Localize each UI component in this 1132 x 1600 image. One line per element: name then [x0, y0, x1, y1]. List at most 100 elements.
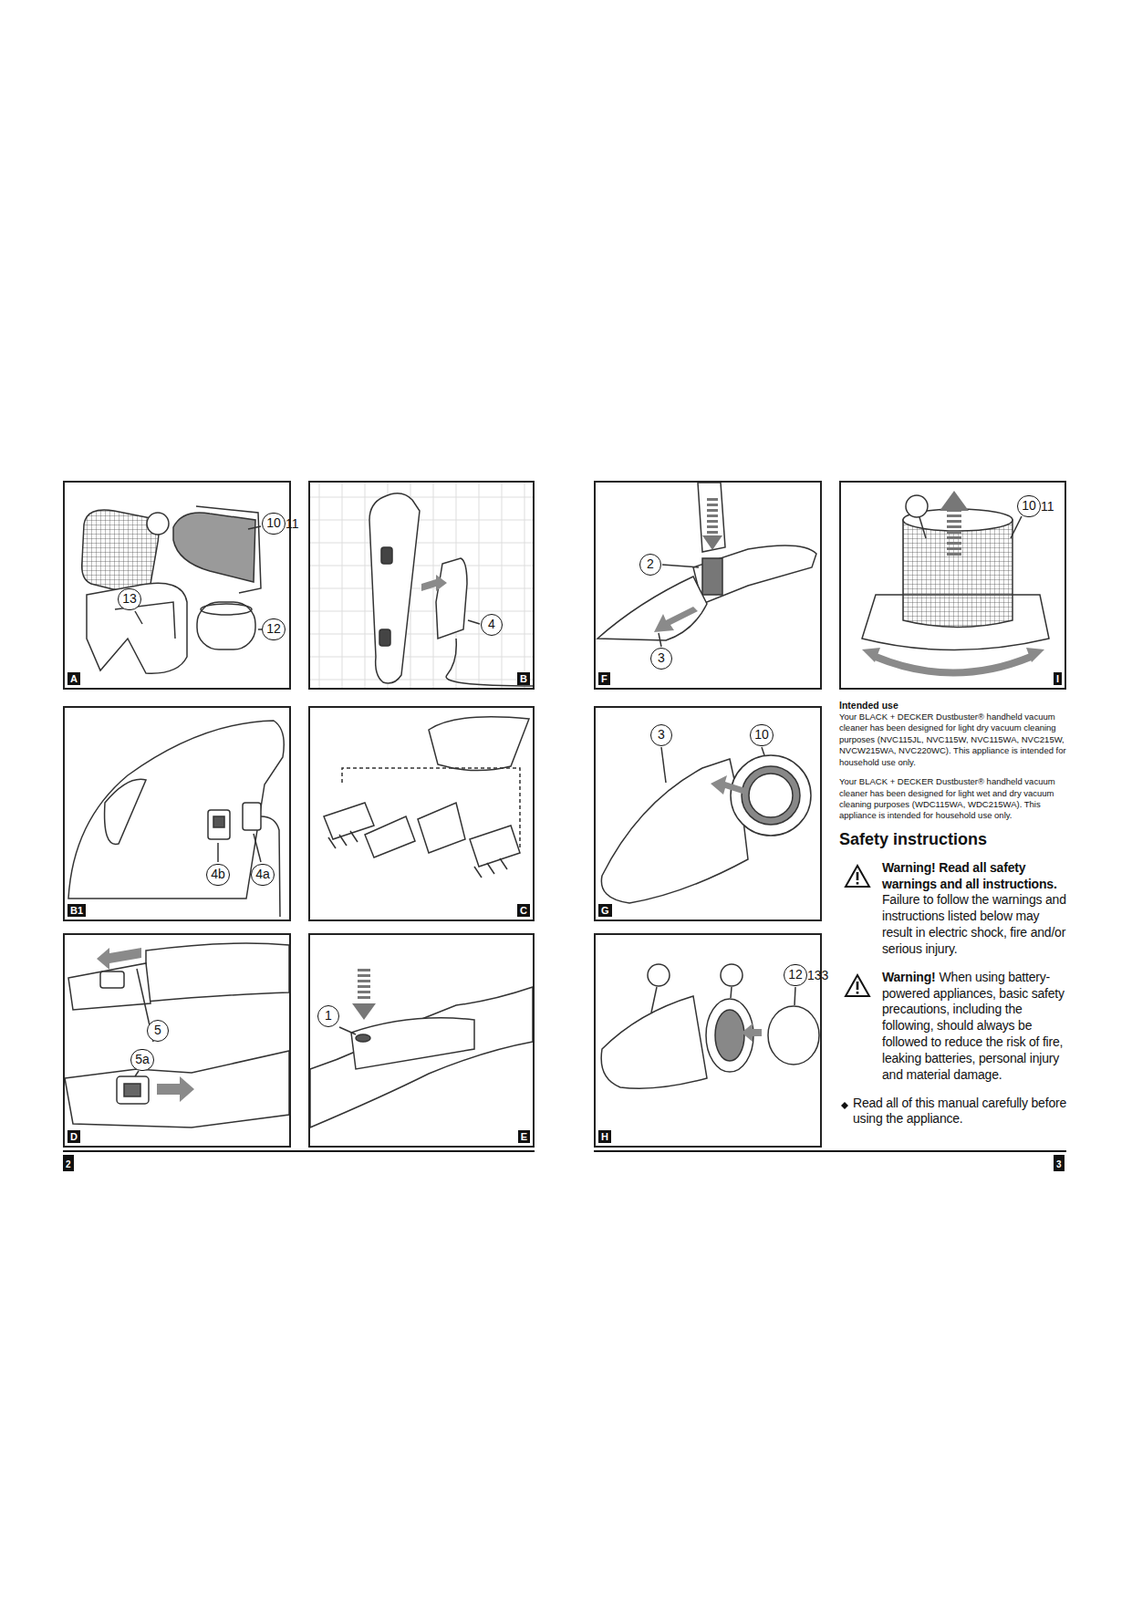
panel-c-drawing-part: [364, 816, 416, 858]
empty-callout: [905, 495, 928, 518]
panel-letter: G: [598, 903, 613, 917]
panel-a-drawing-part: [86, 582, 187, 674]
warning-heading: Warning!: [882, 969, 936, 985]
bullet-block: Read all of this manual carefully before…: [852, 1095, 1070, 1129]
panel-f-drawing-part: [693, 545, 817, 604]
panel-f-drawing-part: [597, 576, 707, 641]
panel-letter: I: [1053, 672, 1062, 686]
callout-circle: 1: [317, 1005, 340, 1028]
panel-letter: B1: [67, 903, 86, 917]
callout-circle: 13: [117, 588, 142, 611]
callout-number: 2: [646, 556, 655, 572]
lift-arrow-part: [875, 656, 1031, 674]
panel-letter: E: [518, 1130, 530, 1143]
lift-arrow-part: [1026, 647, 1045, 663]
page-number-box: 2: [62, 1154, 74, 1172]
panel-i-drawing: [861, 508, 1049, 651]
arrow: [710, 775, 748, 796]
panel-a-drawing-part: [200, 603, 252, 615]
warning-symbol-part: [856, 882, 860, 885]
warning-symbol-part: [845, 865, 870, 887]
callout-circle: 3: [650, 724, 673, 747]
panel-a-drawing-part: [146, 512, 169, 535]
section-heading: Safety instructions: [839, 830, 987, 849]
panel-g-drawing-part: [741, 766, 800, 825]
figure-panel: A101312: [62, 480, 291, 690]
panel-d-drawing-part: [135, 1070, 139, 1077]
figure-panel: B1 4b 4a: [62, 706, 291, 922]
panel-b1-drawing: [68, 720, 284, 917]
panel-d-drawing-part: [100, 971, 125, 988]
press-arrow-part: [352, 1003, 376, 1020]
panel-b-drawing-part-part: [381, 547, 393, 564]
panel-g-drawing-part: [761, 747, 765, 756]
warning-symbol: [843, 973, 872, 998]
panel-a-drawing-part: [135, 611, 143, 624]
panel-e-drawing-part: [351, 1017, 475, 1070]
page-number: 2: [65, 1159, 72, 1170]
warning-symbol-part: [856, 872, 860, 881]
panel-d-drawing: [64, 943, 290, 1128]
page-rules-part: [62, 1150, 535, 1153]
panel-a-drawing-part: [197, 602, 256, 650]
warning-symbol-part: [845, 975, 870, 997]
panel-letter: B: [517, 672, 530, 686]
panel-b-drawing-part: [421, 574, 447, 592]
callout-number: 1: [324, 1007, 333, 1023]
panel-d-drawing-part: [124, 1083, 141, 1097]
warning-block: Warning! Read all safety warnings and al…: [882, 860, 1070, 958]
arrow: [741, 1023, 762, 1042]
callout-circle: 10: [749, 724, 774, 747]
callout-number: 4b: [210, 866, 226, 882]
callout-number: 5a: [135, 1051, 150, 1067]
callout-suffix: 11: [285, 515, 300, 532]
panel-b-drawing-part-part: [369, 493, 420, 684]
bullet-part: [841, 1101, 849, 1110]
panel-h-drawing-part: [647, 964, 670, 987]
panel-g-drawing: [601, 747, 811, 904]
panel-e-drawing-part: [310, 986, 533, 1128]
panel-b1-drawing-part: [213, 816, 225, 828]
panel-b-drawing-part-part: [446, 638, 535, 686]
panel-c-drawing-part: [428, 716, 530, 771]
panel-f-drawing-part: [702, 558, 723, 595]
figure-panel: D55a: [62, 933, 291, 1148]
panel-g-drawing-part: [661, 747, 666, 783]
body-text: Your BLACK + DECKER Dustbuster® handheld…: [839, 776, 1056, 821]
panel-letter: A: [67, 672, 81, 686]
press-arrow: [702, 497, 723, 551]
figure-panel: C: [308, 706, 535, 922]
text-column: Intended use Your BLACK + DECKER Dustbus…: [839, 699, 1070, 1128]
callout-suffix: 133: [807, 966, 829, 984]
heading-block: Intended use: [839, 699, 1070, 712]
callout-circle: 4a: [250, 863, 275, 886]
warning-symbol: [843, 863, 872, 889]
page-number: 3: [1056, 1159, 1062, 1170]
callout-suffix: 11: [1040, 498, 1055, 515]
panel-h-drawing: [601, 964, 820, 1089]
panel-g-drawing-part: [730, 755, 811, 836]
panel-b-drawing-part-part: [310, 497, 533, 680]
callout-circle: 4b: [206, 863, 230, 886]
warning-block: Warning!When using battery-powered appli…: [882, 969, 1070, 1084]
callout-circle: 5a: [130, 1048, 155, 1071]
callout-circle: 4: [480, 613, 503, 636]
lift-arrow: [861, 490, 1045, 674]
panel-h-drawing-part: [730, 986, 732, 998]
press-arrow: [352, 966, 376, 1020]
figure-panel: E1: [308, 933, 535, 1148]
panel-letter: H: [598, 1130, 612, 1143]
figure-panel: G 3 10: [593, 706, 822, 922]
body-text: Your BLACK + DECKER Dustbuster® handheld…: [839, 711, 1067, 767]
panel-d-drawing-part: [116, 1076, 149, 1104]
panel-h-drawing-part: [715, 1009, 745, 1061]
panel-h-drawing-part: [768, 1006, 820, 1065]
panel-b-drawing-part-part: [436, 558, 468, 639]
callout-circle: 12: [783, 964, 808, 987]
panel-d-drawing-part: [68, 963, 151, 1010]
panel-a-drawing: [82, 506, 262, 674]
warning-symbol-part: [856, 981, 860, 990]
press-arrow-part: [357, 966, 371, 1002]
press-arrow-part: [702, 535, 723, 551]
